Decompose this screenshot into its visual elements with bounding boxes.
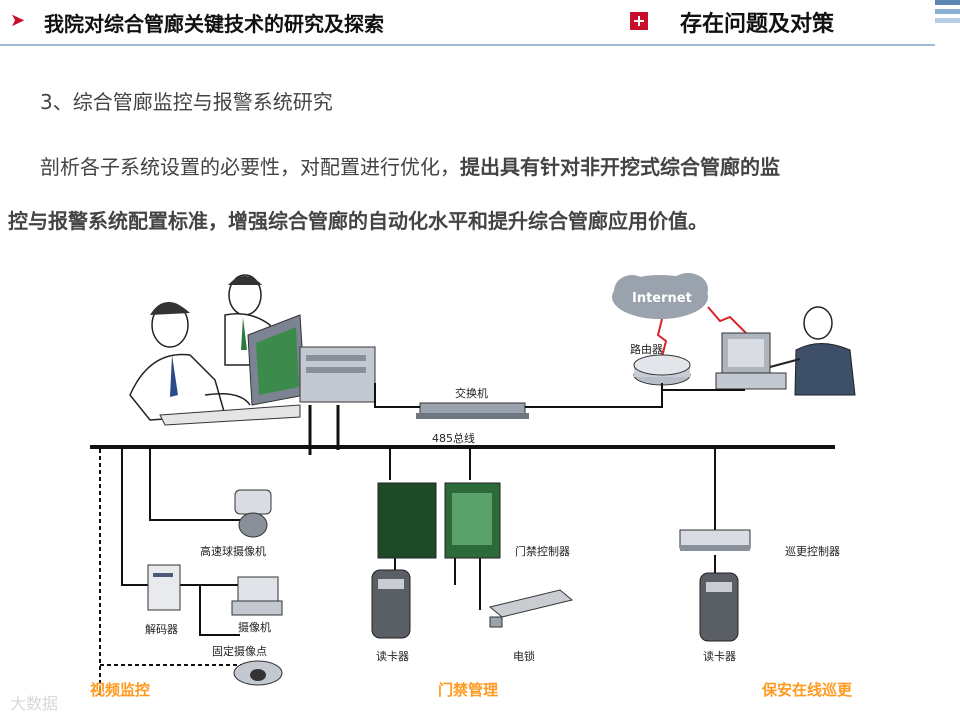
network-switch: 交换机 [416, 386, 529, 419]
electric-lock: 电锁 [488, 589, 574, 663]
category-access: 门禁管理 [438, 681, 498, 699]
camera-label: 摄像机 [238, 620, 271, 634]
corner-stripes [935, 0, 960, 56]
patrol-controller: 巡更控制器 [679, 529, 840, 558]
para-bold-1: 提出具有针对非开挖式综合管廊的监 [460, 155, 780, 179]
speed-dome-camera: 高速球摄像机 [200, 489, 272, 558]
fixed-point-label: 固定摄像点 [212, 644, 267, 658]
main-bus [90, 445, 835, 449]
fixed-dome-camera: 固定摄像点 [212, 644, 283, 686]
watermark: 大数据 [10, 694, 59, 713]
monitor-server [159, 314, 376, 426]
header-divider [0, 44, 935, 46]
remote-user-illustration [715, 306, 856, 396]
card-reader-2-label: 读卡器 [703, 649, 736, 663]
para-normal: 剖析各子系统设置的必要性，对配置进行优化， [40, 155, 460, 179]
category-video: 视频监控 [90, 681, 150, 699]
body-paragraph: 剖析各子系统设置的必要性，对配置进行优化，提出具有针对非开挖式综合管廊的监 控与… [8, 140, 958, 248]
video-branch-lines [99, 449, 270, 695]
patrol-controller-label: 巡更控制器 [785, 544, 840, 558]
monitoring-diagram: Internet 路由器 交换机 485总线 [90, 273, 856, 699]
card-reader-access: 读卡器 [371, 569, 411, 663]
box-camera: 摄像机 [231, 576, 283, 634]
card-reader-1-label: 读卡器 [376, 649, 409, 663]
arrow-bullet-icon: ➤ [10, 10, 26, 31]
router-label: 路由器 [630, 342, 663, 356]
operators-illustration [129, 274, 271, 421]
decoder-device: 解码器 [145, 564, 181, 636]
access-controller-label: 门禁控制器 [515, 544, 570, 558]
header-right-title: 存在问题及对策 [680, 12, 835, 37]
speed-dome-label: 高速球摄像机 [200, 544, 266, 558]
decoder-label: 解码器 [145, 622, 178, 636]
section-heading: 3、综合管廊监控与报警系统研究 [40, 90, 333, 114]
para-bold-2: 控与报警系统配置标准，增强综合管廊的自动化水平和提升综合管廊应用价值。 [8, 209, 708, 233]
electric-lock-label: 电锁 [513, 649, 535, 663]
category-patrol: 保安在线巡更 [761, 681, 853, 699]
red-plus-icon [630, 12, 648, 30]
header-bar: ➤ 我院对综合管廊关键技术的研究及探索 存在问题及对策 [0, 0, 960, 48]
card-reader-patrol: 读卡器 [699, 572, 739, 663]
switch-label: 交换机 [455, 386, 488, 400]
router-device: 路由器 [630, 342, 691, 386]
bus-label: 485总线 [432, 431, 475, 445]
internet-cloud: Internet [612, 273, 708, 319]
access-controller-cabinet: 门禁控制器 [377, 482, 570, 559]
internet-label: Internet [632, 291, 692, 306]
header-title: 我院对综合管廊关键技术的研究及探索 [44, 12, 384, 36]
